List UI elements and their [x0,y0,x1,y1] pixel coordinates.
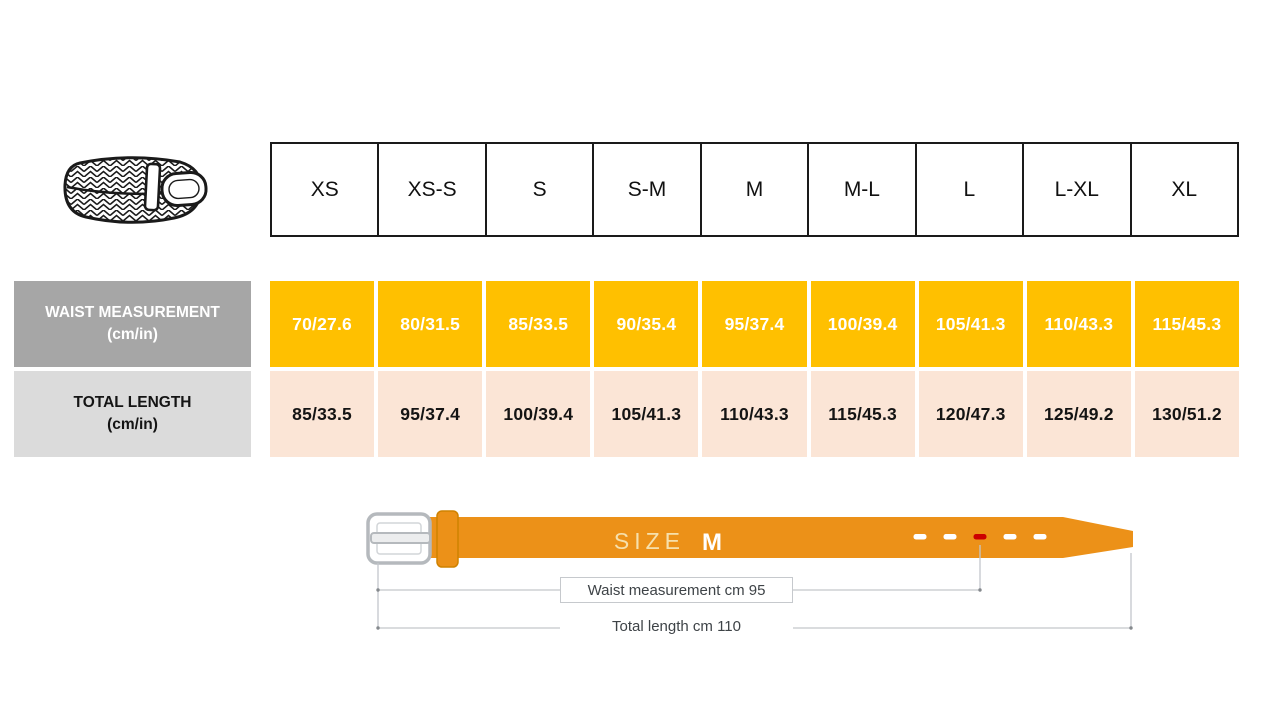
belt-buckle-inner-sketch [168,178,200,200]
waist-measurement-annotation: Waist measurement cm 95 [560,577,793,603]
belt-hole [1033,534,1047,540]
total-length-value-cell: 95/37.4 [378,371,483,457]
total-length-row-label: TOTAL LENGTH (cm/in) [14,371,251,457]
total-length-label-line1: TOTAL LENGTH [73,394,192,412]
measurement-line-ticks [376,588,1133,630]
belt-strap [422,517,1133,558]
waist-value-cell: 80/31.5 [378,281,483,367]
total-length-value-cell: 125/49.2 [1026,371,1131,457]
total-length-value-cell: 110/43.3 [702,371,807,457]
size-column-header: M-L [809,144,917,235]
total-length-value-cell: 120/47.3 [918,371,1023,457]
waist-value-cell: 110/43.3 [1026,281,1131,367]
belt-hole [943,534,957,540]
size-column-header: XS [272,144,380,235]
size-column-header: XS-S [379,144,487,235]
belt-hole-highlighted [973,534,987,540]
waist-value-cell: 70/27.6 [270,281,375,367]
braided-belt-icon [63,156,208,224]
waist-row-label: WAIST MEASUREMENT (cm/in) [14,281,251,367]
belt-buckle-sketch [160,171,208,207]
total-length-value-cell: 105/41.3 [594,371,699,457]
size-header-row: XS XS-S S S-M M M-L L L-XL XL [270,142,1239,237]
waist-row-label-line2: (cm/in) [107,326,158,343]
waist-row-label-line1: WAIST MEASUREMENT [45,304,220,322]
size-column-header: M [702,144,810,235]
total-length-value-cell: 85/33.5 [270,371,375,457]
belt-holes [913,534,1047,540]
waist-value-cell: 115/45.3 [1134,281,1239,367]
waist-value-cell: 90/35.4 [594,281,699,367]
total-length-annotation: Total length cm 110 [560,614,793,639]
total-length-value-cell: 130/51.2 [1134,371,1239,457]
belt-measurement-diagram: SIZE M [366,510,1133,630]
waist-value-cell: 85/33.5 [486,281,591,367]
belt-hole [913,534,927,540]
size-column-header: L [917,144,1025,235]
size-column-header: S [487,144,595,235]
total-length-value-cell: 100/39.4 [486,371,591,457]
waist-value-cell: 95/37.4 [702,281,807,367]
belt-keeper [436,510,459,568]
total-length-value-cell: 115/45.3 [810,371,915,457]
total-length-label-line2: (cm/in) [107,416,158,433]
belt-coil-body [63,156,203,224]
size-column-header: XL [1171,177,1198,201]
belt-keeper-sketch [143,162,162,212]
waist-values-row: 70/27.6 80/31.5 85/33.5 90/35.4 95/37.4 … [270,281,1239,367]
total-length-values-row: 85/33.5 95/37.4 100/39.4 105/41.3 110/43… [270,371,1239,457]
waist-value-cell: 105/41.3 [918,281,1023,367]
waist-value-cell: 100/39.4 [810,281,915,367]
size-column-header: L-XL [1024,144,1132,235]
belt-buckle-prong [370,532,431,544]
size-value-text: M [702,529,722,556]
size-column-header: S-M [594,144,702,235]
size-label-text: SIZE [614,528,685,554]
belt-hole [1003,534,1017,540]
